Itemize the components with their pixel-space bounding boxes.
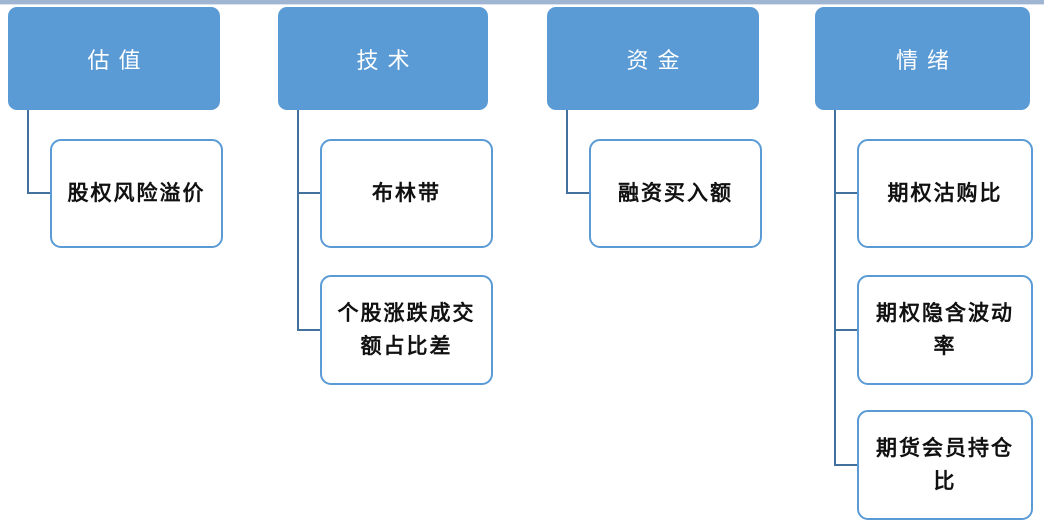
connector-stub (297, 329, 322, 331)
category-label: 资金 (626, 48, 689, 74)
category-box-technical: 技术 (278, 7, 488, 110)
connector-line (297, 110, 299, 331)
connector-stub (834, 464, 859, 466)
category-label: 估值 (87, 48, 150, 74)
indicator-label: 个股涨跌成交额占比差 (337, 300, 476, 358)
connector-stub (297, 192, 322, 194)
top-rule (0, 0, 1044, 5)
connector-line (566, 110, 568, 194)
connector-stub (834, 192, 859, 194)
indicator-label: 期货会员持仓比 (876, 435, 1014, 493)
indicator-box-implied-volatility: 期权隐含波动率 (857, 275, 1033, 385)
category-label: 情绪 (895, 48, 958, 74)
column-technical: 技术 布林带 个股涨跌成交额占比差 (278, 0, 496, 522)
indicator-box-equity-risk-premium: 股权风险溢价 (50, 139, 223, 248)
connector-stub (566, 192, 591, 194)
indicator-box-stock-turnover-ratio-diff: 个股涨跌成交额占比差 (320, 275, 493, 385)
connector-line (27, 110, 29, 194)
column-valuation: 估值 股权风险溢价 (8, 0, 228, 522)
indicator-label: 期权隐含波动率 (876, 300, 1014, 358)
indicator-label: 期权沽购比 (887, 180, 1003, 206)
indicator-box-futures-member-position: 期货会员持仓比 (857, 410, 1033, 520)
column-sentiment: 情绪 期权沽购比 期权隐含波动率 期货会员持仓比 (815, 0, 1037, 522)
indicator-label: 融资买入额 (618, 180, 733, 206)
indicator-box-margin-buying: 融资买入额 (589, 139, 762, 248)
category-label: 技术 (356, 48, 419, 74)
category-box-capital: 资金 (547, 7, 759, 110)
category-box-sentiment: 情绪 (815, 7, 1030, 110)
indicator-label: 布林带 (372, 180, 441, 206)
indicator-box-bollinger-bands: 布林带 (320, 139, 493, 248)
indicator-label: 股权风险溢价 (67, 180, 206, 206)
connector-stub (834, 329, 859, 331)
connector-line (834, 110, 836, 466)
connector-stub (27, 192, 52, 194)
indicator-box-put-call-ratio: 期权沽购比 (857, 139, 1033, 248)
category-box-valuation: 估值 (8, 7, 220, 110)
column-capital: 资金 融资买入额 (547, 0, 767, 522)
